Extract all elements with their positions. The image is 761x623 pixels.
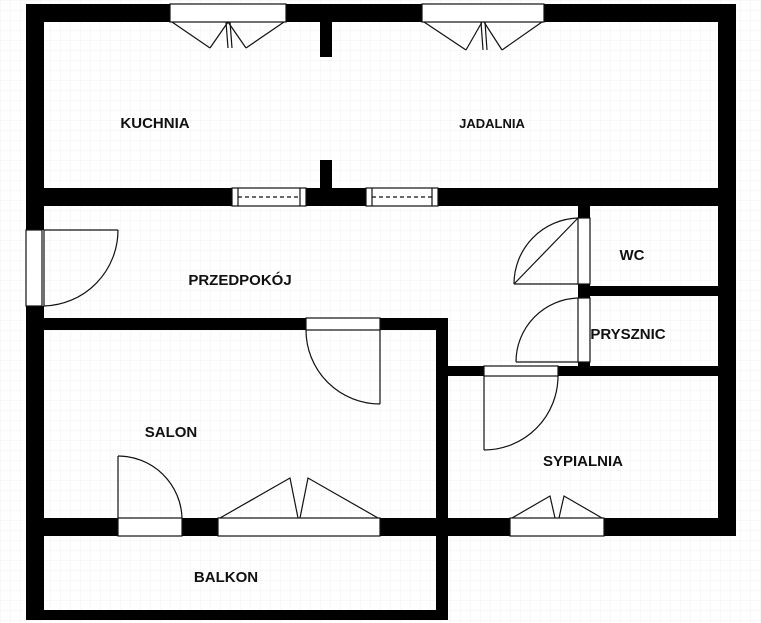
wall-salon-top xyxy=(26,318,446,330)
room-labels: KUCHNIA JADALNIA PRZEDPOKÓJ WC PRYSZNIC … xyxy=(120,115,665,586)
room-label-shower: PRYSZNIC xyxy=(590,326,665,343)
dining-window-cut xyxy=(422,4,544,22)
salon-balcony-window-cut xyxy=(218,518,380,536)
door-swing-icon xyxy=(25,229,119,307)
room-label-balcony: BALKON xyxy=(194,569,258,586)
door-symbols xyxy=(25,3,605,537)
wall-bedroom-top xyxy=(440,366,736,376)
room-label-bedroom: SYPIALNIA xyxy=(543,453,623,470)
wall-outer-top xyxy=(26,4,736,22)
kitchen-window-cut xyxy=(170,4,286,22)
entrance-door-cut xyxy=(26,230,44,306)
room-label-wc: WC xyxy=(620,247,645,264)
room-label-hall: PRZEDPOKÓJ xyxy=(188,271,291,289)
openings xyxy=(26,4,604,536)
room-label-living: SALON xyxy=(145,424,198,441)
window-icon xyxy=(231,187,307,207)
door-swing-icon xyxy=(515,297,591,363)
wall-wc-shower-divider xyxy=(578,286,726,296)
bedroom-window-cut xyxy=(510,518,604,536)
bedroom-door-cut xyxy=(484,366,558,376)
double-door-icon xyxy=(169,3,287,49)
wall-stub-bottom xyxy=(320,160,332,190)
door-swing-icon xyxy=(305,317,381,405)
door-swing-icon xyxy=(483,365,559,451)
shower-door-cut xyxy=(578,298,590,362)
room-label-dining: JADALNIA xyxy=(459,116,525,131)
wall-salon-right xyxy=(436,318,448,620)
door-swing-icon xyxy=(513,217,591,285)
salon-door-cut xyxy=(306,318,380,330)
wc-door-cut xyxy=(578,218,590,284)
wall-outer-left xyxy=(26,4,44,620)
double-door-icon xyxy=(217,477,381,537)
wall-stub-top xyxy=(320,20,332,57)
double-door-icon xyxy=(421,3,545,51)
room-label-kitchen: KUCHNIA xyxy=(120,115,189,132)
wall-balcony-bottom xyxy=(26,610,448,620)
double-door-icon xyxy=(509,495,605,537)
window-icon xyxy=(365,187,439,207)
balcony-door-cut xyxy=(118,518,182,536)
door-swing-icon xyxy=(117,455,183,537)
wall-outer-right xyxy=(718,4,736,536)
